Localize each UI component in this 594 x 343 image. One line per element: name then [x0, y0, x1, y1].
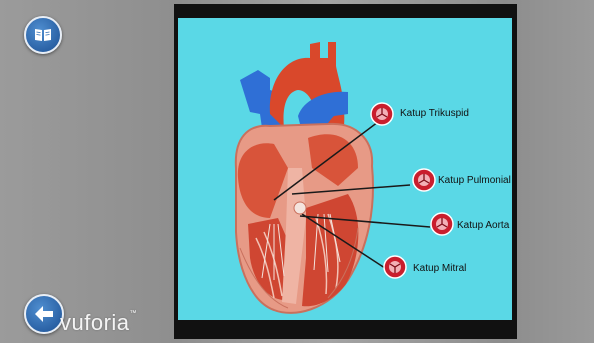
valve-label-trikuspid: Katup Trikuspid: [400, 108, 469, 119]
vuforia-trademark: ™: [130, 310, 138, 317]
valve-icon: [383, 255, 407, 279]
vuforia-wordmark: vuforia: [60, 310, 130, 335]
valve-label-pulmonial: Katup Pulmonial: [438, 175, 511, 186]
valve-label-aorta: Katup Aorta: [457, 220, 509, 231]
book-icon: [34, 27, 52, 43]
vuforia-watermark: vuforia™: [60, 310, 137, 336]
back-arrow-icon: [33, 304, 55, 324]
book-button[interactable]: [24, 16, 62, 54]
valve-label-mitral: Katup Mitral: [413, 263, 466, 274]
heart-diagram-screen: Katup Trikuspid Katup Pulmonial Katup Ao…: [178, 18, 512, 320]
back-button[interactable]: [24, 294, 64, 334]
valve-icon: [412, 168, 436, 192]
valve-pointer-lines: [178, 18, 512, 320]
valve-icon: [430, 212, 454, 236]
valve-icon: [370, 102, 394, 126]
